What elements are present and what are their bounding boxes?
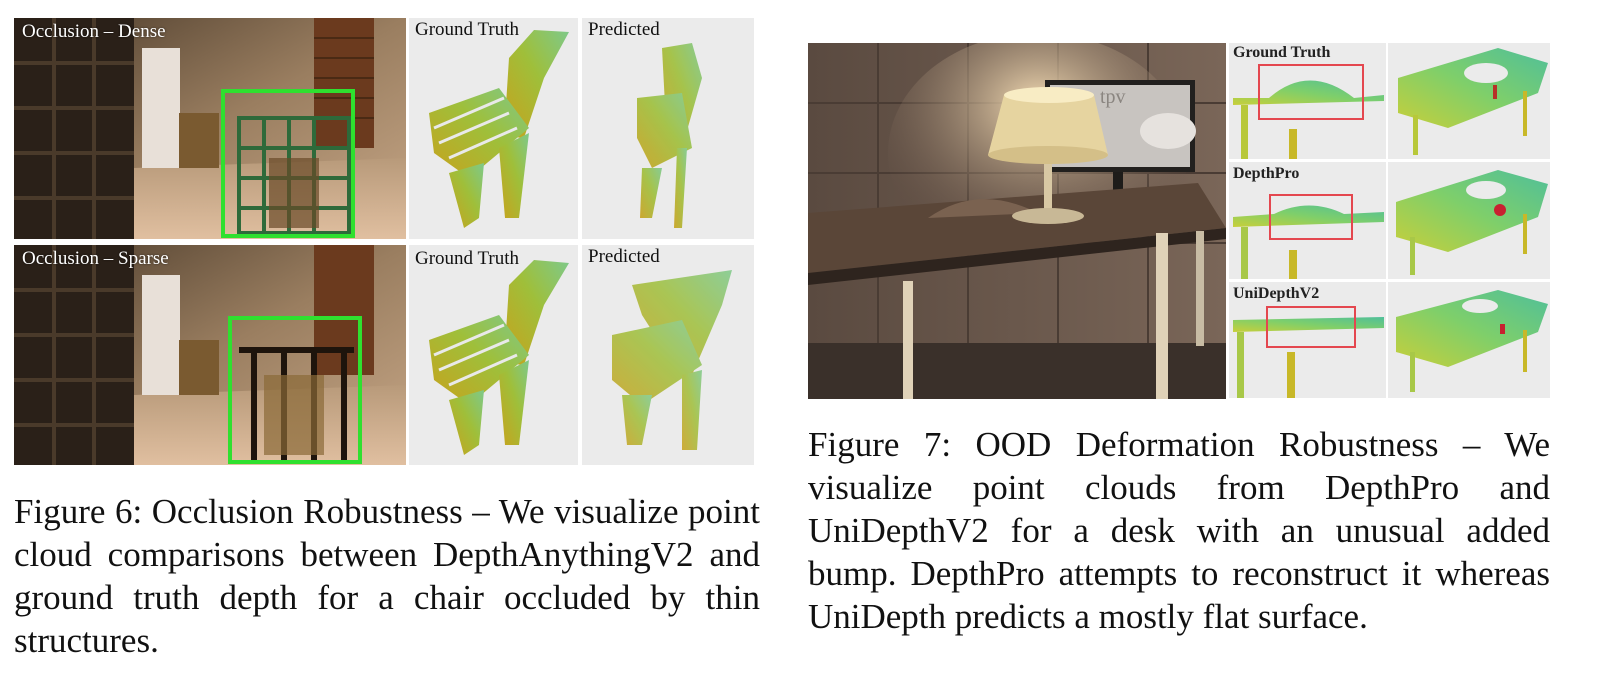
- figure7-caption: Figure 7: OOD Deformation Robustness – W…: [808, 423, 1550, 638]
- fig6-scene-dense: Occlusion – Dense: [14, 18, 406, 239]
- fig7-unidepth-front: UniDepthV2: [1229, 282, 1386, 398]
- figure6-caption: Figure 6: Occlusion Robustness – We visu…: [14, 490, 760, 662]
- pred-label-dense: Predicted: [588, 19, 660, 40]
- scene-label-dense: Occlusion – Dense: [22, 21, 166, 42]
- fig7-label-gt: Ground Truth: [1233, 44, 1331, 61]
- figure7-caption-text: OOD Deformation Robustness – We visualiz…: [808, 425, 1550, 636]
- scene-label-sparse: Occlusion – Sparse: [22, 248, 169, 269]
- fig7-label-unidepth: UniDepthV2: [1233, 285, 1320, 302]
- fig6-gt-sparse: Ground Truth: [409, 245, 578, 465]
- fig6-pred-sparse: Predicted: [582, 245, 754, 465]
- fig6-scene-sparse: Occlusion – Sparse: [14, 245, 406, 465]
- fig7-depthpro-front: DepthPro: [1229, 162, 1386, 279]
- figure6-caption-label: Figure 6:: [14, 492, 143, 531]
- figure7-caption-label: Figure 7:: [808, 425, 952, 464]
- gt-label-sparse: Ground Truth: [415, 248, 519, 269]
- pred-label-sparse: Predicted: [588, 246, 660, 267]
- figure6-caption-text: Occlusion Robustness – We visualize poin…: [14, 492, 761, 660]
- fig7-depthpro-side: [1388, 162, 1550, 279]
- gt-label-dense: Ground Truth: [415, 19, 519, 40]
- fig7-gt-side: [1388, 43, 1550, 159]
- fig6-pred-dense: Predicted: [582, 18, 754, 239]
- fig7-gt-front: Ground Truth: [1229, 43, 1386, 159]
- monitor-text: tpv: [1100, 86, 1126, 108]
- fig7-label-depthpro: DepthPro: [1233, 165, 1300, 182]
- fig7-desk-scene: tpv: [808, 43, 1226, 399]
- fig7-unidepth-side: [1388, 282, 1550, 398]
- fig6-gt-dense: Ground Truth: [409, 18, 578, 239]
